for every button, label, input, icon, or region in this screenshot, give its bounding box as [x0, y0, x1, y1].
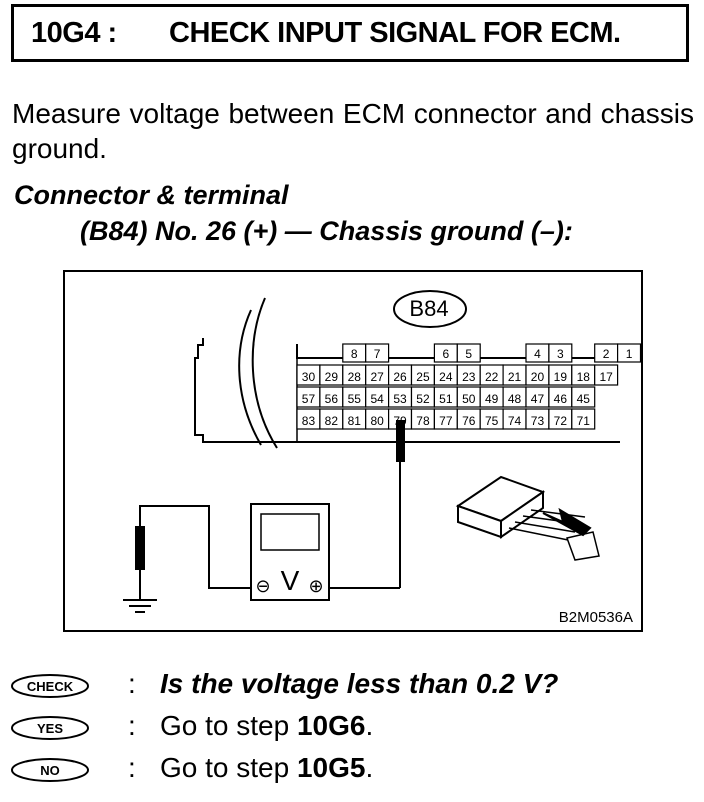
step-title-box: 10G4 : CHECK INPUT SIGNAL FOR ECM.: [11, 4, 689, 62]
no-colon: :: [128, 752, 136, 783]
terminal-18: 18: [577, 370, 591, 384]
terminal-23: 23: [462, 370, 476, 384]
terminal-2: 2: [603, 347, 610, 361]
check-row: CHECK : Is the voltage less than 0.2 V?: [10, 668, 700, 704]
step-title: CHECK INPUT SIGNAL FOR ECM.: [169, 17, 621, 49]
terminal-71-cell: [571, 408, 596, 430]
terminal-3-cell: [548, 343, 573, 363]
terminal-46: 46: [554, 392, 568, 406]
check-colon: :: [128, 668, 136, 699]
terminal-1: 1: [626, 347, 633, 361]
terminal-6: 6: [443, 347, 450, 361]
terminal-83: 83: [302, 414, 316, 428]
terminal-22: 22: [485, 370, 499, 384]
terminal-47: 47: [531, 392, 545, 406]
yes-row: YES : Go to step 10G6.: [10, 710, 700, 746]
svg-text:YES: YES: [37, 721, 63, 736]
terminal-5: 5: [465, 347, 472, 361]
terminal-45: 45: [577, 392, 591, 406]
terminal-3: 3: [557, 347, 564, 361]
terminal-1-cell: [616, 343, 642, 363]
terminal-29: 29: [325, 370, 339, 384]
yes-step-link: 10G6: [296, 710, 366, 741]
instruction-text: Measure voltage between ECM connector an…: [12, 98, 694, 164]
terminal-80: 80: [370, 414, 384, 428]
terminal-50: 50: [462, 392, 476, 406]
probe-and-meter: V ⊖ ⊕: [123, 420, 405, 613]
terminal-8: 8: [351, 347, 358, 361]
step-number: 10G4 :: [31, 17, 117, 49]
voltmeter-symbol: V: [281, 565, 300, 596]
terminal-17: 17: [599, 370, 613, 384]
terminal-54: 54: [370, 392, 384, 406]
terminal-5-cell: [456, 343, 481, 363]
terminal-49: 49: [485, 392, 499, 406]
terminal-82: 82: [325, 414, 339, 428]
terminal-28: 28: [348, 370, 362, 384]
no-answer: Go to step 10G5.: [160, 752, 374, 783]
terminal-26: 26: [393, 370, 407, 384]
terminal-20: 20: [531, 370, 545, 384]
figure-id: B2M0536A: [559, 609, 633, 626]
connector-label: B84: [409, 296, 448, 321]
plus-terminal: ⊕: [308, 576, 323, 597]
terminal-81: 81: [348, 414, 362, 428]
terminal-17-cell: [594, 364, 619, 386]
terminal-71: 71: [577, 414, 591, 428]
connector-inset-icon: [455, 475, 600, 561]
terminal-75: 75: [485, 414, 499, 428]
minus-terminal: ⊖: [255, 576, 270, 597]
terminal-27: 27: [370, 370, 384, 384]
yes-colon: :: [128, 710, 136, 741]
svg-text:NO: NO: [40, 763, 60, 778]
terminal-56: 56: [325, 392, 339, 406]
terminal-76: 76: [462, 414, 476, 428]
terminal-21: 21: [508, 370, 522, 384]
connector-detail: (B84) No. 26 (+) — Chassis ground (–):: [80, 216, 573, 246]
terminal-30: 30: [302, 370, 316, 384]
terminal-57: 57: [302, 392, 316, 406]
svg-text:CHECK: CHECK: [27, 679, 74, 694]
terminal-73: 73: [531, 414, 545, 428]
terminal-45-cell: [571, 386, 596, 408]
check-badge: CHECK: [11, 674, 89, 698]
terminal-48: 48: [508, 392, 522, 406]
no-badge: NO: [11, 758, 89, 782]
terminal-72: 72: [554, 414, 568, 428]
terminal-77: 77: [439, 414, 453, 428]
terminal-53: 53: [393, 392, 407, 406]
terminal-74: 74: [508, 414, 522, 428]
terminal-25: 25: [416, 370, 430, 384]
terminal-7: 7: [374, 347, 381, 361]
terminal-78: 78: [416, 414, 430, 428]
terminal-19: 19: [554, 370, 568, 384]
terminal-4: 4: [534, 347, 541, 361]
no-row: NO : Go to step 10G5.: [10, 752, 700, 788]
terminal-55: 55: [348, 392, 362, 406]
yes-badge: YES: [11, 716, 89, 740]
check-question: Is the voltage less than 0.2 V?: [160, 668, 559, 699]
connector-heading: Connector & terminal: [14, 180, 289, 210]
terminal-51: 51: [439, 392, 453, 406]
yes-answer: Go to step 10G6.: [160, 710, 374, 741]
terminal-7-cell: [365, 343, 390, 363]
no-step-link: 10G5: [296, 752, 366, 783]
terminal-24: 24: [439, 370, 453, 384]
terminal-52: 52: [416, 392, 430, 406]
